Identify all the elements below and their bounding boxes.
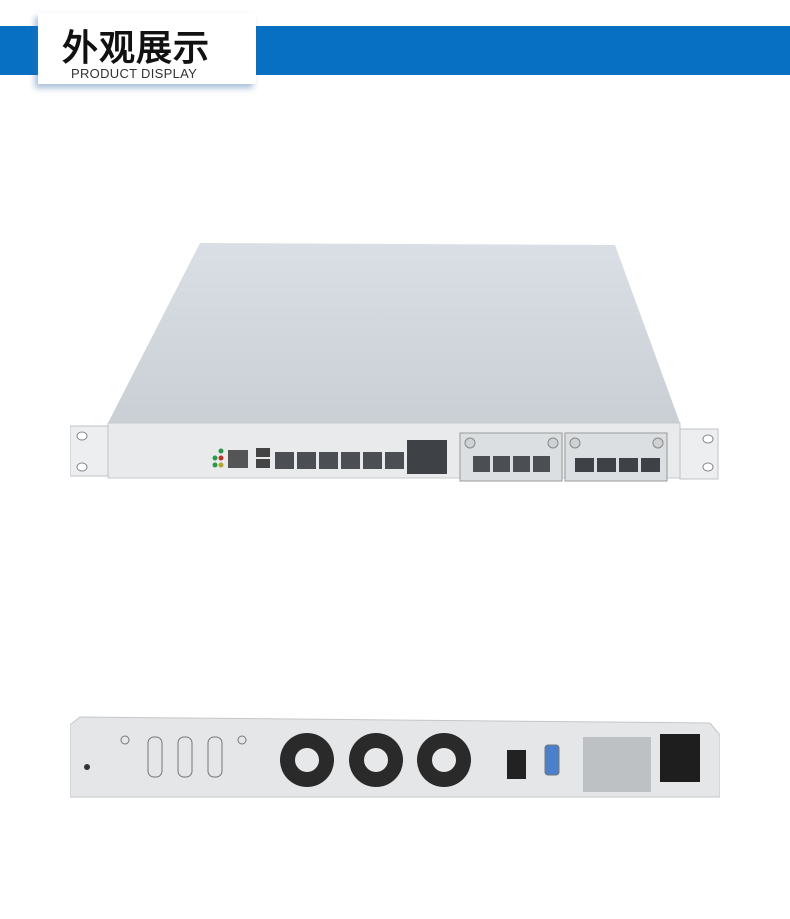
front-view-image [70,243,719,482]
section-title-card: 外观展示 PRODUCT DISPLAY [38,13,256,84]
rear-view-image [70,716,720,798]
header-bar-left [0,26,40,75]
header-bar-right [256,26,790,75]
section-subtitle: PRODUCT DISPLAY [71,66,198,81]
section-title: 外观展示 [62,28,211,69]
